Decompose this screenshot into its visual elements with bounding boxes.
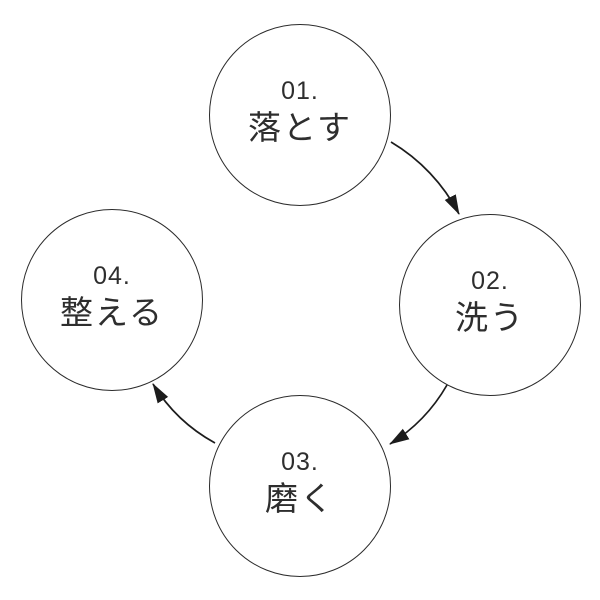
node-label: 洗う <box>455 299 525 336</box>
node-number: 04. <box>93 262 131 290</box>
node-label: 磨く <box>265 480 335 517</box>
arrow-01-to-02-icon <box>390 141 460 215</box>
node-number: 01. <box>281 77 319 105</box>
node-number: 02. <box>471 267 509 295</box>
cycle-node-01: 01. 落とす <box>209 24 391 206</box>
cycle-node-02: 02. 洗う <box>399 214 581 396</box>
cycle-node-04: 04. 整える <box>21 209 203 391</box>
arrow-03-to-04-icon <box>152 383 216 444</box>
node-label: 落とす <box>247 109 352 146</box>
cycle-node-03: 03. 磨く <box>209 395 391 577</box>
arrow-02-to-03-icon <box>389 384 448 445</box>
node-label: 整える <box>59 294 164 331</box>
node-number: 03. <box>281 448 319 476</box>
